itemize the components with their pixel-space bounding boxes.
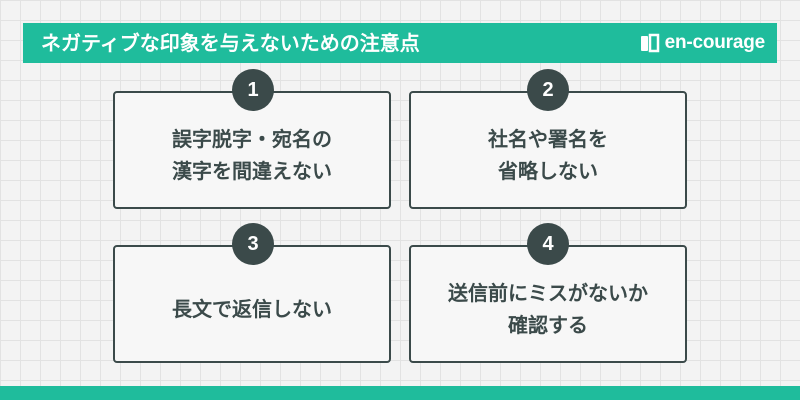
number-badge-4: 4 bbox=[527, 223, 569, 265]
tip-card-4-line-1: 送信前にミスがないか bbox=[448, 281, 648, 305]
page-title: ネガティブな印象を与えないための注意点 bbox=[41, 31, 420, 55]
tip-card-1-line-2: 漢字を間違えない bbox=[172, 159, 332, 183]
footer-bar bbox=[0, 386, 800, 400]
tip-card-2-line-2: 省略しない bbox=[498, 159, 598, 183]
tip-card-3-line-1: 長文で返信しない bbox=[172, 297, 332, 321]
tip-card-2-line-1: 社名や署名を bbox=[488, 127, 608, 151]
number-badge-1: 1 bbox=[232, 69, 274, 111]
number-badge-3: 3 bbox=[232, 223, 274, 265]
number-badge-2: 2 bbox=[527, 69, 569, 111]
header-banner: ネガティブな印象を与えないための注意点 en-courage bbox=[23, 23, 777, 63]
brand-logo: en-courage bbox=[639, 23, 765, 63]
tip-card-4-line-2: 確認する bbox=[508, 313, 588, 337]
tip-card-1-line-1: 誤字脱字・宛名の bbox=[172, 127, 332, 151]
book-logo-icon bbox=[640, 33, 659, 53]
brand-name: en-courage bbox=[664, 32, 766, 53]
